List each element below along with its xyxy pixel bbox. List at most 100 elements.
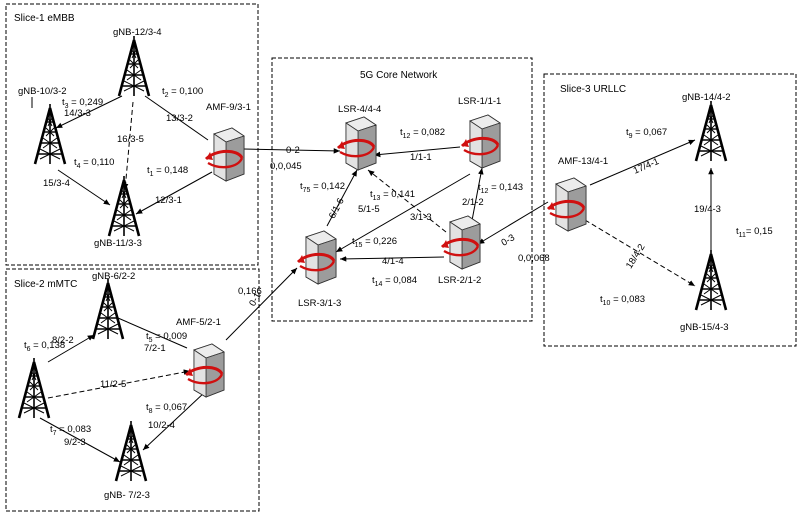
slice-embb-box: [5, 3, 259, 266]
lsr-3-router-icon: [296, 229, 338, 286]
weight-label-t4: t4 = 0,110: [74, 157, 114, 170]
link-0-1: [225, 267, 298, 341]
node-label-lsr-1: LSR-1/1-1: [458, 96, 501, 107]
weight-label-0-068: 0,0,068: [518, 253, 550, 264]
link-label: 12/3-1: [155, 195, 182, 206]
link-11-2-5: [47, 369, 191, 399]
gnb-14-tower-icon: [694, 99, 728, 163]
weight-label-0-045: 0,0,045: [270, 161, 302, 172]
link-3-1-3: [367, 169, 447, 233]
link-7-2-1: [117, 317, 188, 349]
gnb-7-tower-icon: [114, 419, 148, 483]
node-label-lsr-4: LSR-4/4-4: [338, 104, 381, 115]
link-13-3-2: [144, 95, 209, 141]
node-label-gnb-7: gNB- 7/2-3: [104, 490, 150, 501]
weight-label-t13: t13 = 0,141: [370, 189, 415, 202]
link-12-3-1: [135, 171, 213, 215]
link-label: 3/1-3: [410, 212, 432, 223]
weight-label-t2: t2 = 0,100: [162, 86, 203, 99]
link-label: 8/2-2: [52, 335, 74, 346]
link-label: 2/1-2: [462, 197, 484, 208]
slice-urllc-title: Slice-3 URLLC: [560, 84, 626, 95]
link-6-1-6: [326, 169, 358, 227]
weight-label-t7: t7 = 0,083: [50, 424, 91, 437]
slice-mmtc-box: [5, 268, 260, 512]
weight-label-t12b: t12 = 0,143: [478, 182, 523, 195]
weight-label-t11: t11= 0,15: [736, 226, 773, 239]
link-16-3-5: [122, 101, 134, 191]
node-label-gnb-15: gNB-15/4-3: [680, 322, 729, 333]
weight-label-t14: t14 = 0,084: [372, 275, 417, 288]
node-label-lsr-3: LSR-3/1-3: [298, 298, 341, 309]
gnb-15-tower-icon: [694, 248, 728, 312]
link-0-2: [243, 148, 341, 154]
gnb-11-tower-icon: [107, 174, 141, 238]
lsr-4-router-icon: [336, 115, 378, 172]
link-label: 17/4-1: [632, 156, 661, 177]
node-label-gnb-10: gNB-10/3-2: [18, 86, 67, 97]
link-10-2-4: [142, 391, 206, 451]
link-label: 19/4-3: [694, 204, 721, 215]
gnb-6-tower-icon: [91, 277, 125, 341]
link-17-4-1: [589, 139, 696, 186]
amf-5-router-icon: [184, 342, 226, 399]
link-label: 13/3-2: [166, 113, 193, 124]
core-network-box: [271, 57, 533, 322]
amf-13-router-icon: [546, 176, 588, 233]
link-4-1-4: [339, 256, 445, 262]
lsr-1-router-icon: [460, 113, 502, 170]
weight-label-0-166: 0,166: [238, 286, 262, 297]
link-label: 18/4-2: [624, 242, 648, 271]
lsr-2-router-icon: [440, 214, 482, 271]
weight-label-t1: t1 = 0,148: [147, 165, 188, 178]
gnb-12-tower-icon: [117, 34, 151, 98]
link-label: 4/1-4: [382, 256, 404, 267]
link-15-3-4: [57, 169, 111, 206]
node-label-gnb-11: gNB-11/3-3: [94, 238, 142, 249]
link-label: 0-3: [499, 232, 516, 248]
link-8-2-2: [47, 334, 95, 363]
link-label: 15/3-4: [43, 178, 70, 189]
core-network-title: 5G Core Network: [360, 70, 438, 81]
link-label: 1/1-1: [410, 152, 432, 163]
gnb-10-tower-icon: [33, 102, 67, 166]
link-label: 11/2-5: [100, 379, 126, 390]
link-1-1-1: [373, 146, 461, 158]
gnb-5-tower-icon: [17, 356, 51, 420]
link-9-2-3: [39, 417, 121, 463]
link-label: 14/3-3: [64, 108, 91, 119]
node-label-gnb-14: gNB-14/4-2: [682, 92, 731, 103]
slice-mmtc-title: Slice-2 mMTC: [14, 279, 77, 290]
link-label: 9/2-3: [64, 437, 86, 448]
link-18-4-2: [584, 219, 696, 287]
weight-label-t10: t10 = 0,083: [600, 294, 645, 307]
slice-urllc-box: [543, 73, 797, 347]
node-label-amf-5: AMF-5/2-1: [176, 317, 221, 328]
link-label: 0-2: [286, 145, 300, 156]
node-label-gnb-12: gNB-12/3-4: [113, 27, 162, 38]
node-label-gnb-6: gNB-6/2-2: [92, 271, 135, 282]
link-5-1-5: [335, 173, 471, 253]
slice-embb-title: Slice-1 eMBB: [14, 13, 75, 24]
link-14-3-3: [55, 95, 123, 129]
link-label: 10/2-4: [148, 420, 175, 431]
link-label: 6/1-6: [327, 196, 347, 220]
weight-label-t9: t9 = 0,067: [626, 127, 667, 140]
node-label-amf-13: AMF-13/4-1: [558, 156, 608, 167]
link-label: 5/1-5: [358, 204, 380, 215]
weight-label-t12a: t12 = 0,082: [400, 127, 445, 140]
weight-label-t6: t6 = 0,138: [24, 340, 65, 353]
weight-label-t5: t5 = 0,009: [146, 331, 187, 344]
weight-label-t75: t75 = 0,142: [300, 181, 345, 194]
node-label-amf-9: AMF-9/3-1: [206, 102, 251, 113]
weight-label-t3: t3 = 0,249: [62, 97, 103, 110]
links: [31, 95, 714, 463]
weight-label-t15: t15 = 0,226: [352, 236, 397, 249]
link-label: 7/2-1: [144, 343, 166, 354]
amf-9-router-icon: [204, 126, 246, 183]
node-label-lsr-2: LSR-2/1-2: [438, 275, 481, 286]
link-0-3: [477, 201, 549, 245]
link-label: 16/3-5: [117, 134, 144, 145]
weight-label-t8: t8 = 0,067: [146, 402, 187, 415]
